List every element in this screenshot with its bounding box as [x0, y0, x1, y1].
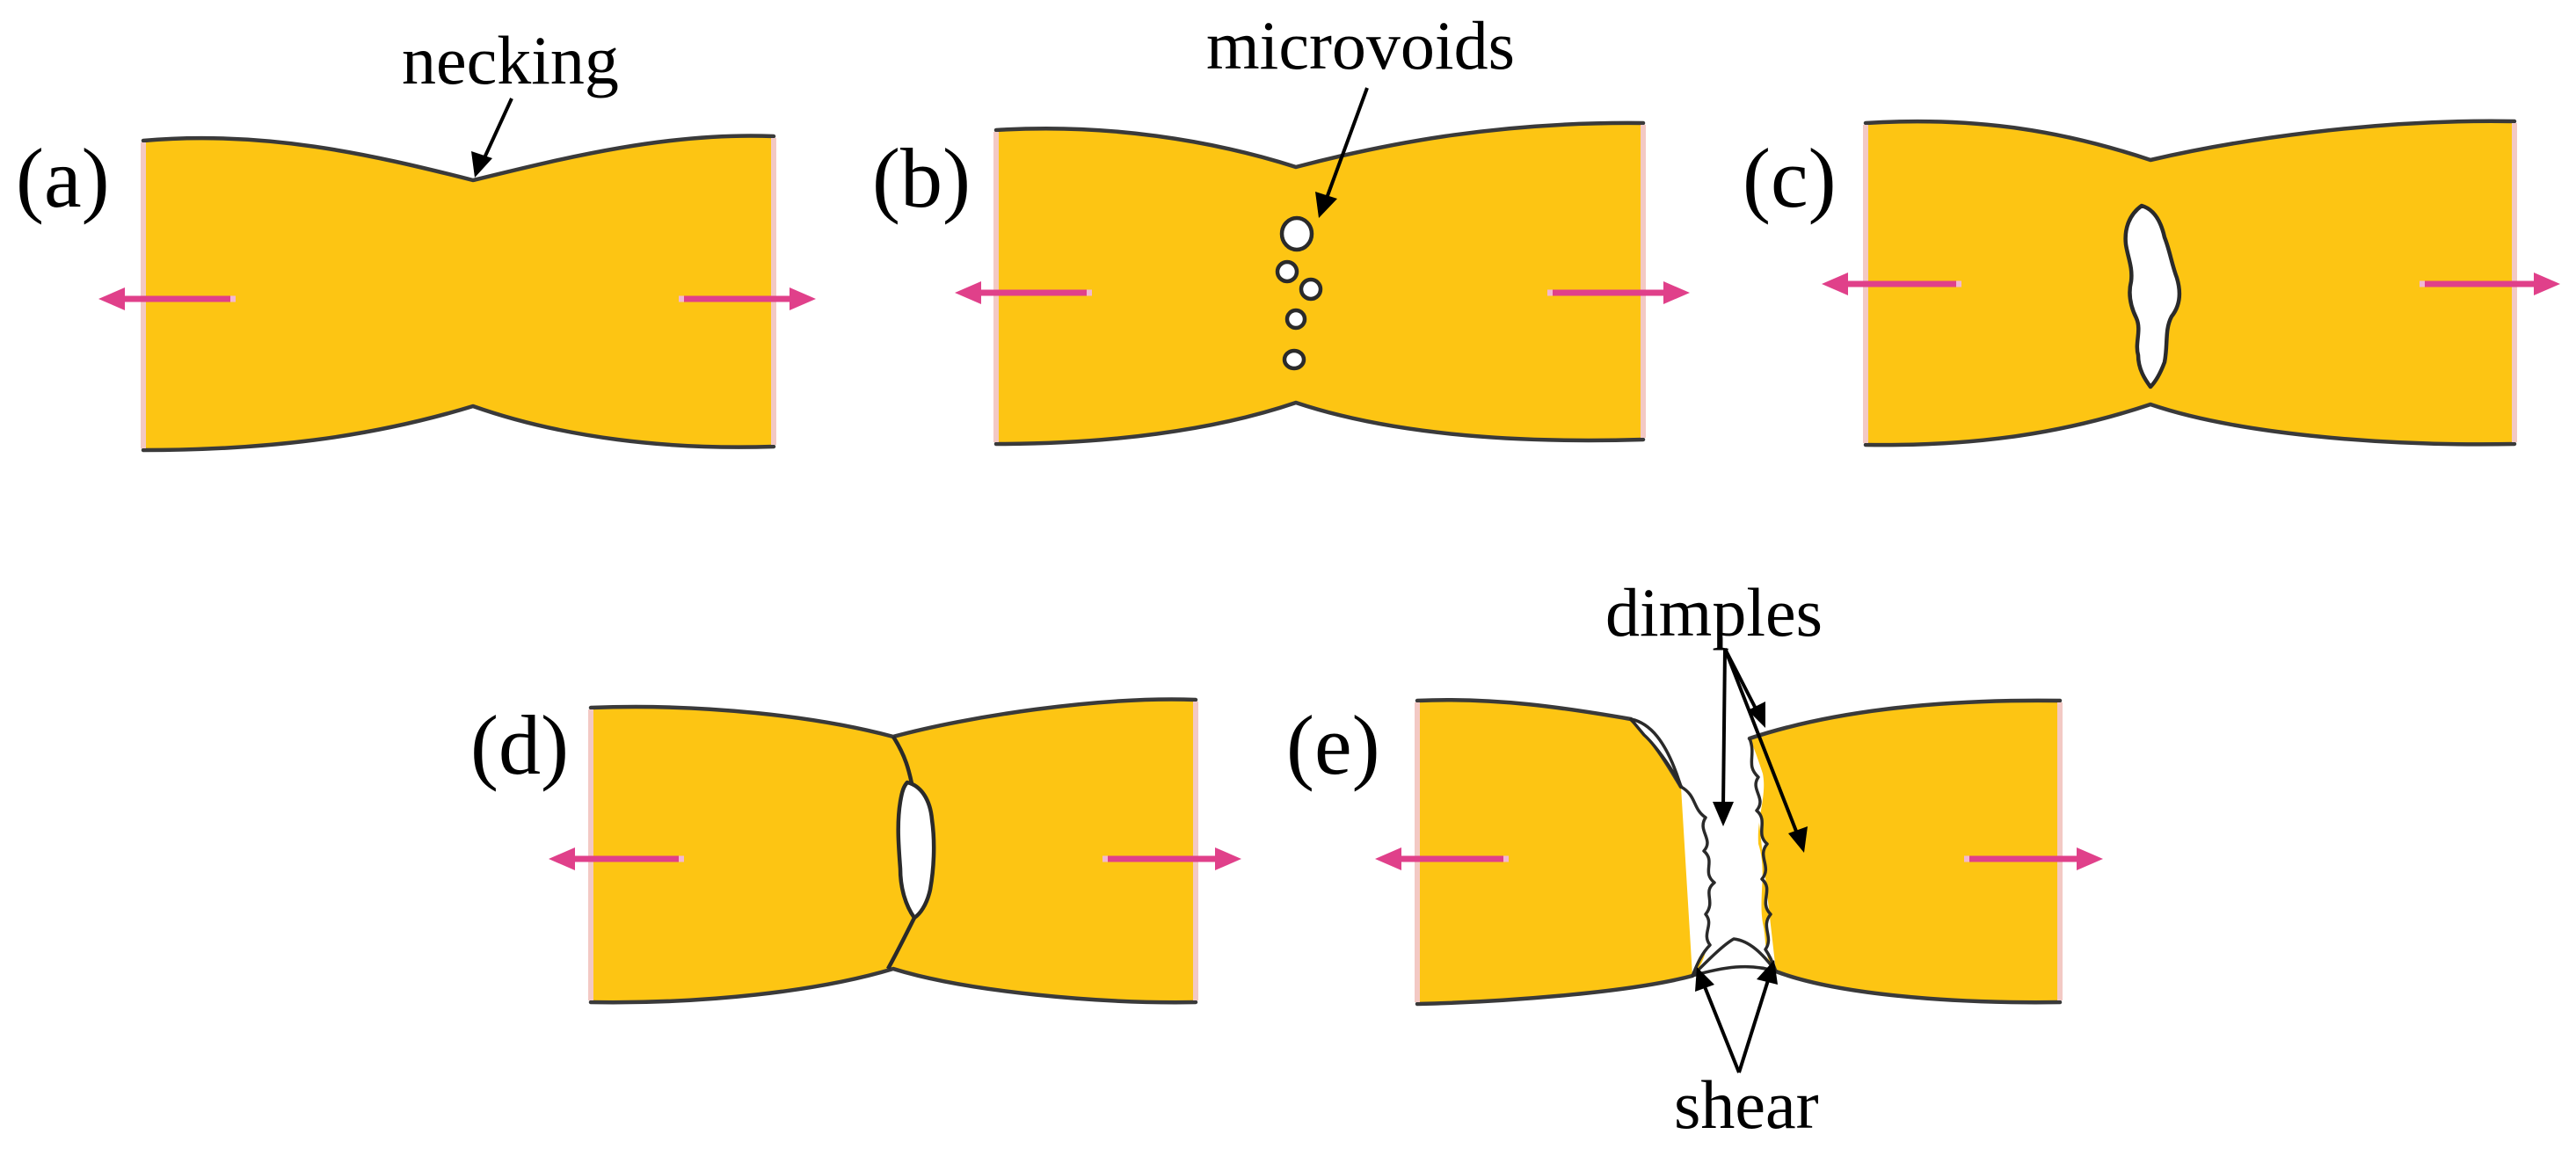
microvoids — [1275, 215, 1323, 371]
panel-c: (c) — [1743, 119, 2560, 447]
necking-pointer — [471, 98, 513, 178]
dimples-pointers — [1713, 648, 1808, 853]
top-edge-e-right — [1747, 698, 2063, 741]
bottom-edge-b — [993, 400, 1646, 447]
tension-arrow-left-b — [955, 281, 1092, 304]
coalesced-crack — [2123, 203, 2182, 389]
panel-b: (b) microvoids — [872, 7, 1690, 447]
specimen-c — [1866, 120, 2514, 446]
bottom-edge-e-left — [1415, 973, 1695, 1007]
shear-crack-lower — [886, 913, 919, 971]
specimen-e-right — [1750, 700, 2060, 1003]
tension-arrow-left-e — [1375, 847, 1509, 870]
tension-arrow-left-a — [98, 287, 236, 310]
specimen-e-left — [1417, 700, 1707, 1004]
top-edge-b — [993, 120, 1646, 170]
top-edge-c — [1863, 119, 2517, 163]
specimen-d — [591, 699, 1196, 1003]
tension-arrow-left-c — [1822, 273, 1961, 295]
panel-label-b: (b) — [872, 131, 971, 225]
microvoids-pointer — [1315, 87, 1369, 218]
microvoids-label: microvoids — [1206, 7, 1515, 84]
panel-label-e: (e) — [1286, 698, 1380, 792]
tension-arrow-right-e — [1964, 847, 2103, 870]
panel-e: (e) dimples shear — [1286, 574, 2103, 1143]
panel-d: (d) — [470, 697, 1241, 1005]
tension-arrow-left-d — [549, 847, 684, 870]
panel-label-d: (d) — [470, 698, 569, 792]
dimples-label: dimples — [1605, 574, 1823, 651]
panel-a: (a) necking — [16, 22, 816, 453]
necking-label: necking — [402, 22, 619, 98]
microvoid — [1275, 259, 1299, 284]
shear-lip-upper — [1629, 717, 1683, 789]
fracture-surface-right — [1748, 738, 1778, 972]
shear-label: shear — [1674, 1066, 1819, 1143]
shear-pointers — [1695, 960, 1778, 1073]
microvoid — [1299, 277, 1323, 302]
microvoid — [1282, 348, 1306, 371]
tension-arrow-right-b — [1547, 281, 1690, 304]
tension-arrow-right-d — [1102, 847, 1241, 870]
specimen-a — [143, 135, 774, 450]
fracture-surface-left — [1680, 785, 1716, 977]
top-edge-a — [141, 134, 776, 183]
panel-label-c: (c) — [1743, 131, 1837, 225]
tension-arrow-right-c — [2420, 273, 2560, 295]
panel-label-a: (a) — [16, 131, 110, 225]
shear-lip-lower — [1691, 937, 1778, 978]
bottom-edge-d — [588, 966, 1198, 1005]
bottom-edge-c — [1863, 402, 2517, 447]
central-crack — [896, 780, 936, 920]
microvoid — [1279, 215, 1314, 252]
bottom-edge-a — [141, 404, 776, 453]
tension-arrow-right-a — [679, 287, 816, 310]
microvoid — [1284, 308, 1307, 331]
bottom-edge-e-right — [1773, 969, 2063, 1005]
